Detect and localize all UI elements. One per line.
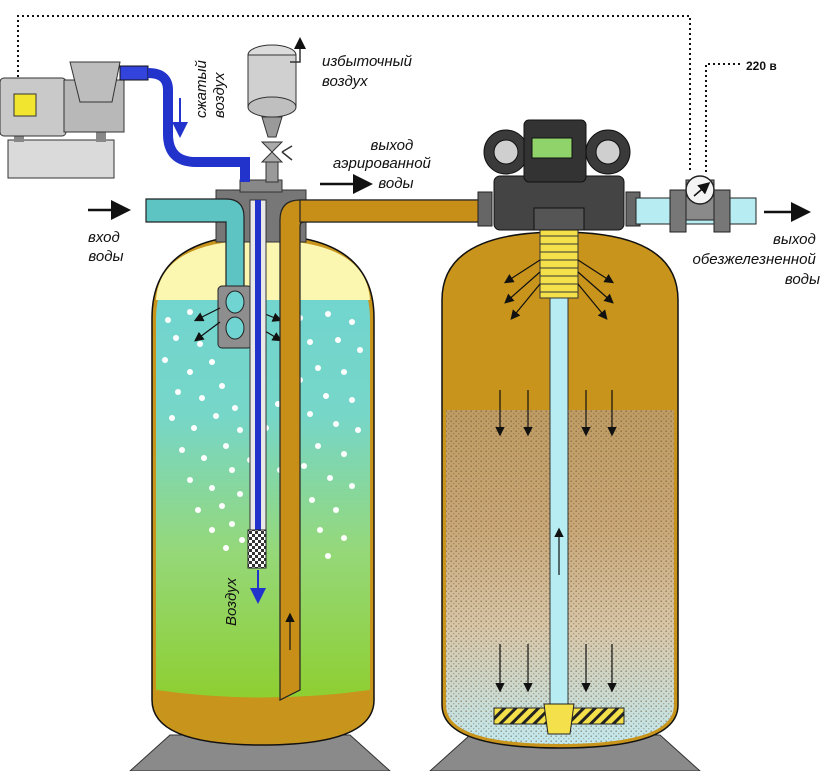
water-inlet-label: вход воды <box>88 229 124 265</box>
air-release-valve-icon <box>247 37 306 183</box>
aerator-sprayer <box>193 285 283 349</box>
air-in-tank-label: Воздух <box>223 577 240 626</box>
power-supply-dotted <box>705 63 740 172</box>
deironed-outlet-label: выход обезжелезненной воды <box>693 231 821 288</box>
voltage-label: 220 в <box>746 59 777 73</box>
excess-air-label: избыточный воздух <box>322 53 416 90</box>
deironing-filter-tank <box>429 227 701 771</box>
air-line-in-tank <box>247 199 267 604</box>
compressed-air-label: сжатый воздух <box>193 56 228 118</box>
control-head-icon <box>477 119 641 231</box>
pressure-gauge-icon <box>685 175 715 205</box>
aerated-transfer-pipe <box>299 199 487 223</box>
air-compressor-icon <box>0 61 250 182</box>
power-cable-dotted <box>17 15 691 172</box>
aerated-outlet-label: выход аэрированной воды <box>333 137 435 192</box>
